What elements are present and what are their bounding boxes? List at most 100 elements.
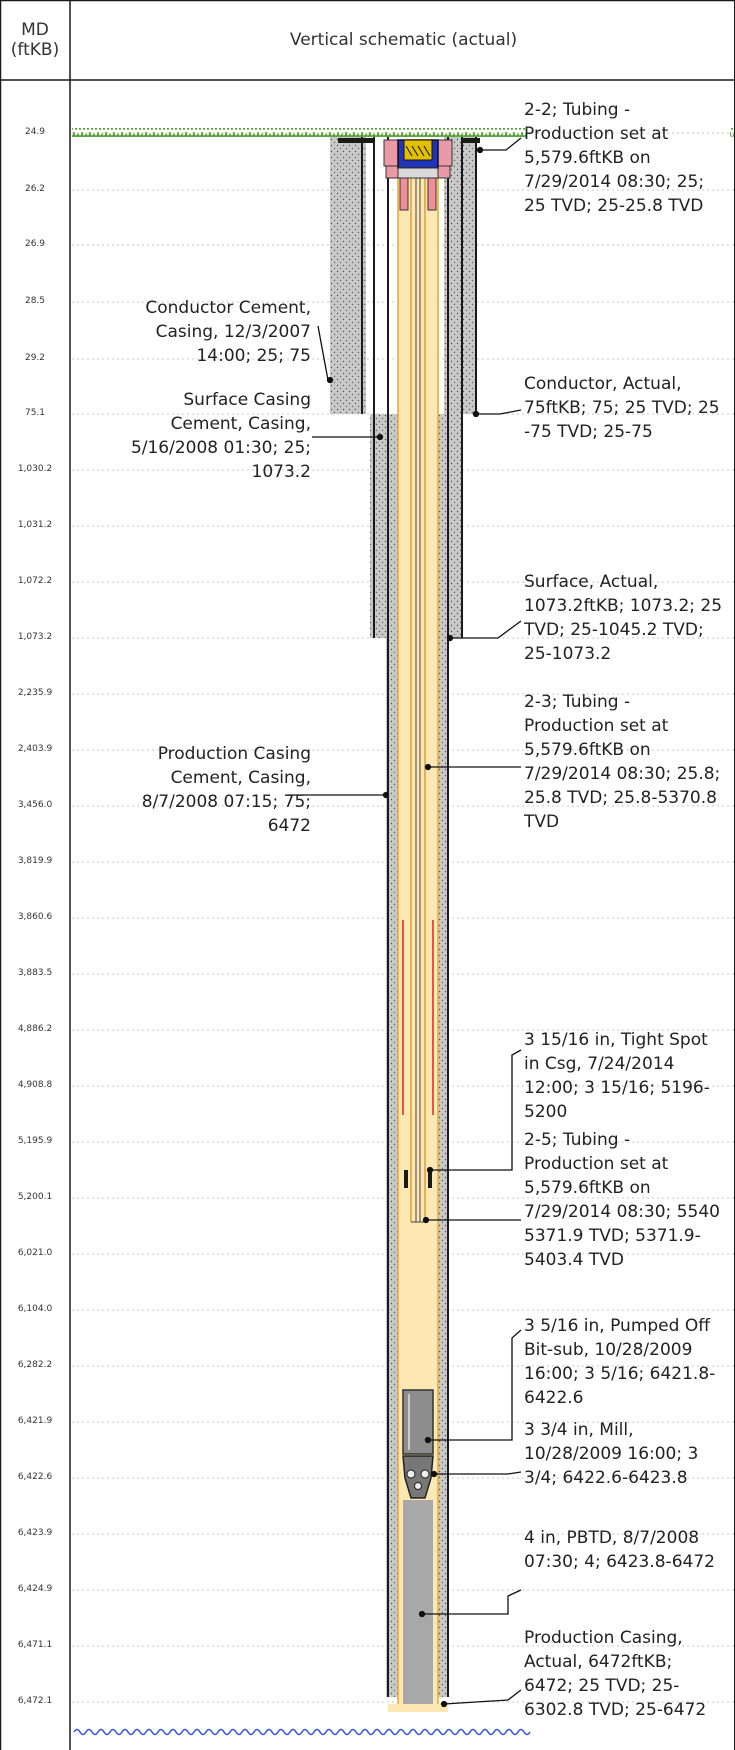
callout-line: 5,579.6ftKB on — [524, 148, 651, 168]
leader-dot — [422, 1216, 430, 1224]
callout-line: 5403.4 TVD — [524, 1250, 624, 1270]
leader-line — [450, 620, 522, 639]
callout-line: 6472 — [267, 816, 311, 836]
callout-line: Production Casing — [157, 744, 311, 764]
callout-line: 7/29/2014 08:30; 5540 — [524, 1202, 720, 1222]
leader-line — [422, 1589, 522, 1615]
callout-line: 14:00; 25; 75 — [196, 346, 311, 366]
callout-line: Cement, Casing, — [170, 414, 311, 434]
callout-line: 25 TVD; 25-25.8 TVD — [524, 196, 704, 216]
ground-surface — [72, 128, 734, 137]
callout-line: 3/4; 6422.6-6423.8 — [524, 1468, 688, 1488]
leader-dot — [476, 146, 484, 154]
md-depth-label: 6,472.1 — [17, 1696, 53, 1706]
callout-line: 5371.9 TVD; 5371.9- — [524, 1226, 701, 1246]
callout-line: 12:00; 3 15/16; 5196- — [524, 1078, 710, 1098]
md-depth-label: 1,073.2 — [17, 632, 53, 642]
pumped-off-bit-sub — [402, 1389, 434, 1455]
callout-line: Conductor, Actual, — [524, 374, 682, 394]
callout-line: Surface, Actual, — [524, 572, 659, 592]
leader-dot — [440, 1700, 448, 1708]
callout-mill: 3 3/4 in, Mill, 10/28/2009 16:00; 3 3/4;… — [524, 1418, 735, 1490]
md-depth-label: 6,424.9 — [17, 1584, 53, 1594]
leader-dot — [426, 1166, 434, 1174]
callout-line: Actual, 6472ftKB; — [524, 1652, 673, 1672]
md-depth-label: 28.5 — [24, 296, 46, 306]
leader-dot — [326, 376, 334, 384]
leader-line — [476, 409, 522, 415]
callout-line: 07:30; 4; 6423.8-6472 — [524, 1552, 715, 1572]
callout-line: 5,579.6ftKB on — [524, 740, 651, 760]
callout-line: 6302.8 TVD; 25-6472 — [524, 1700, 707, 1720]
md-depth-label: 4,886.2 — [17, 1024, 53, 1034]
callout-leaders — [287, 137, 522, 1708]
callout-line: in Csg, 7/24/2014 — [524, 1054, 675, 1074]
callout-line: Production set at — [524, 716, 669, 736]
callout-conductor-cement: Conductor Cement, Casing, 12/3/2007 14:0… — [145, 296, 311, 368]
callout-line: 6472; 25 TVD; 25- — [524, 1676, 680, 1696]
leader-dot — [430, 1470, 438, 1478]
bottom-waterline — [73, 1728, 531, 1736]
md-depth-label: 1,072.2 — [17, 576, 53, 586]
callout-line: 7/29/2014 08:30; 25; — [524, 172, 705, 192]
md-depth-label: 5,200.1 — [17, 1192, 53, 1202]
leader-line — [443, 1689, 522, 1705]
callout-line: Production Casing, — [524, 1628, 683, 1648]
callout-line: 1073.2ftKB; 1073.2; 25 — [524, 596, 723, 616]
callout-line: 5,579.6ftKB on — [524, 1178, 651, 1198]
callout-line: 25.8 TVD; 25.8-5370.8 — [524, 788, 717, 808]
md-depth-label: 75.1 — [24, 408, 46, 418]
callout-line: 75ftKB; 75; 25 TVD; 25 — [524, 398, 720, 418]
callout-line: 25-1073.2 — [524, 644, 612, 664]
callout-production-casing-actual: Production Casing, Actual, 6472ftKB; 647… — [524, 1626, 735, 1722]
md-depth-label: 24.9 — [24, 127, 46, 137]
callout-line: 1073.2 — [251, 462, 311, 482]
callout-line: TVD — [524, 812, 560, 832]
callout-line: 5200 — [524, 1102, 568, 1122]
leader-dot — [446, 634, 454, 642]
callout-line: 3 5/16 in, Pumped Off — [524, 1316, 710, 1336]
leader-line — [317, 325, 330, 381]
md-depth-label: 3,456.0 — [17, 800, 53, 810]
leader-dot — [472, 410, 480, 418]
callout-line: Cement, Casing, — [170, 768, 311, 788]
md-depth-label: 6,471.1 — [17, 1640, 53, 1650]
md-depth-label: 3,860.6 — [17, 912, 53, 922]
leader-dot — [376, 433, 384, 441]
md-depth-label: 6,104.0 — [17, 1304, 53, 1314]
callout-surface-casing-cement: Surface Casing Cement, Casing, 5/16/2008… — [131, 388, 311, 484]
callout-pbtd: 4 in, PBTD, 8/7/2008 07:30; 4; 6423.8-64… — [524, 1526, 735, 1574]
md-depth-label: 29.2 — [24, 353, 46, 363]
callout-line: 7/29/2014 08:30; 25.8; — [524, 764, 721, 784]
tight-spot-marks — [402, 920, 434, 1115]
md-depth-label: 6,422.6 — [17, 1472, 53, 1482]
leader-line — [430, 1049, 522, 1171]
callout-tubing-2-5: 2-5; Tubing - Production set at 5,579.6f… — [524, 1128, 735, 1272]
callout-line: Bit-sub, 10/28/2009 — [524, 1340, 693, 1360]
md-title: MD — [21, 19, 49, 40]
leader-line — [428, 1329, 522, 1441]
leader-line — [480, 137, 522, 151]
callout-production-casing-cement: Production Casing Cement, Casing, 8/7/20… — [142, 742, 311, 838]
callout-line: Production set at — [524, 124, 669, 144]
callout-line: Production set at — [524, 1154, 669, 1174]
pbtd-fill — [403, 1500, 433, 1704]
tubing-anchor — [404, 1170, 432, 1188]
callout-line: Conductor Cement, — [145, 298, 311, 318]
callout-line: 16:00; 3 5/16; 6421.8- — [524, 1364, 716, 1384]
callout-surface-actual: Surface, Actual, 1073.2ftKB; 1073.2; 25 … — [524, 570, 735, 666]
leader-dot — [418, 1610, 426, 1618]
mill — [402, 1455, 434, 1499]
md-depth-label: 5,195.9 — [17, 1136, 53, 1146]
callout-line: Casing, 12/3/2007 — [155, 322, 311, 342]
schematic-column-header: Vertical schematic (actual) — [72, 0, 735, 80]
leader-dot — [382, 791, 390, 799]
callout-line: TVD; 25-1045.2 TVD; — [524, 620, 704, 640]
callout-line: 3 3/4 in, Mill, — [524, 1420, 634, 1440]
md-depth-label: 1,030.2 — [17, 464, 53, 474]
callout-conductor-actual: Conductor, Actual, 75ftKB; 75; 25 TVD; 2… — [524, 372, 735, 444]
callout-line: 4 in, PBTD, 8/7/2008 — [524, 1528, 700, 1548]
wellhead — [338, 138, 480, 211]
